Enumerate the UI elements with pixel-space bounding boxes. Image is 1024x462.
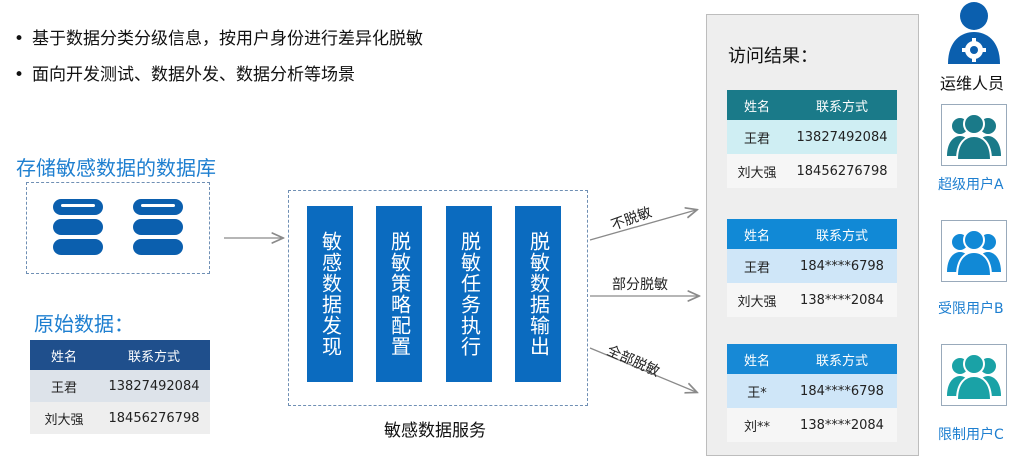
table-cell: 13827492084 (98, 370, 210, 402)
orig-title: 原始数据： (34, 312, 134, 336)
result-table-limited: 姓名联系方式 王*184****6798 刘**138****2084 (727, 344, 897, 442)
user-b-label: 受限用户B (938, 301, 1004, 317)
bullet-item: •面向开发测试、数据外发、数据分析等场景 (14, 65, 355, 85)
service-box-policy: 脱敏策略配置 (376, 206, 422, 382)
service-container (288, 190, 588, 406)
service-box-discovery: 敏感数据发现 (307, 206, 353, 382)
original-data-table: 姓名 联系方式 王君 13827492084 刘大强 18456276798 (30, 340, 210, 434)
database-icon (53, 199, 103, 255)
user-group-icon (947, 113, 1001, 160)
user-group-icon (947, 229, 1001, 276)
user-a-card (941, 104, 1007, 166)
results-title: 访问结果： (728, 46, 818, 67)
arrow-no-mask (589, 210, 696, 241)
service-box-output: 脱敏数据输出 (515, 206, 561, 382)
table-row: 王君 13827492084 (30, 370, 210, 402)
arrow-full-mask (589, 347, 696, 392)
db-title: 存储敏感数据的数据库 (16, 156, 216, 180)
user-c-card (941, 344, 1007, 406)
table-cell: 18456276798 (98, 402, 210, 434)
table-row: 刘**138****2084 (727, 408, 897, 442)
user-b-card (941, 220, 1007, 282)
user-group-icon (947, 353, 1001, 400)
admin-label: 运维人员 (940, 74, 1005, 93)
table-header-row: 姓名联系方式 (727, 344, 897, 374)
bullet-item: •基于数据分类分级信息，按用户身份进行差异化脱敏 (14, 29, 423, 49)
database-icon (133, 199, 183, 255)
table-row: 刘大强 18456276798 (30, 402, 210, 434)
table-cell: 刘大强 (30, 402, 98, 434)
table-header-row: 姓名联系方式 (727, 90, 897, 120)
user-a-label: 超级用户A (938, 177, 1004, 193)
admin-user-icon (948, 2, 1000, 64)
service-label: 敏感数据服务 (384, 421, 486, 441)
arrow-label-partial: 部分脱敏 (612, 277, 668, 293)
table-header-row: 姓名联系方式 (727, 219, 897, 249)
table-cell: 王君 (30, 370, 98, 402)
db-container (26, 182, 210, 274)
user-c-label: 限制用户C (938, 427, 1004, 443)
table-header: 联系方式 (98, 340, 210, 370)
table-row: 王*184****6798 (727, 374, 897, 408)
service-box-task: 脱敏任务执行 (446, 206, 492, 382)
table-header: 姓名 (30, 340, 98, 370)
